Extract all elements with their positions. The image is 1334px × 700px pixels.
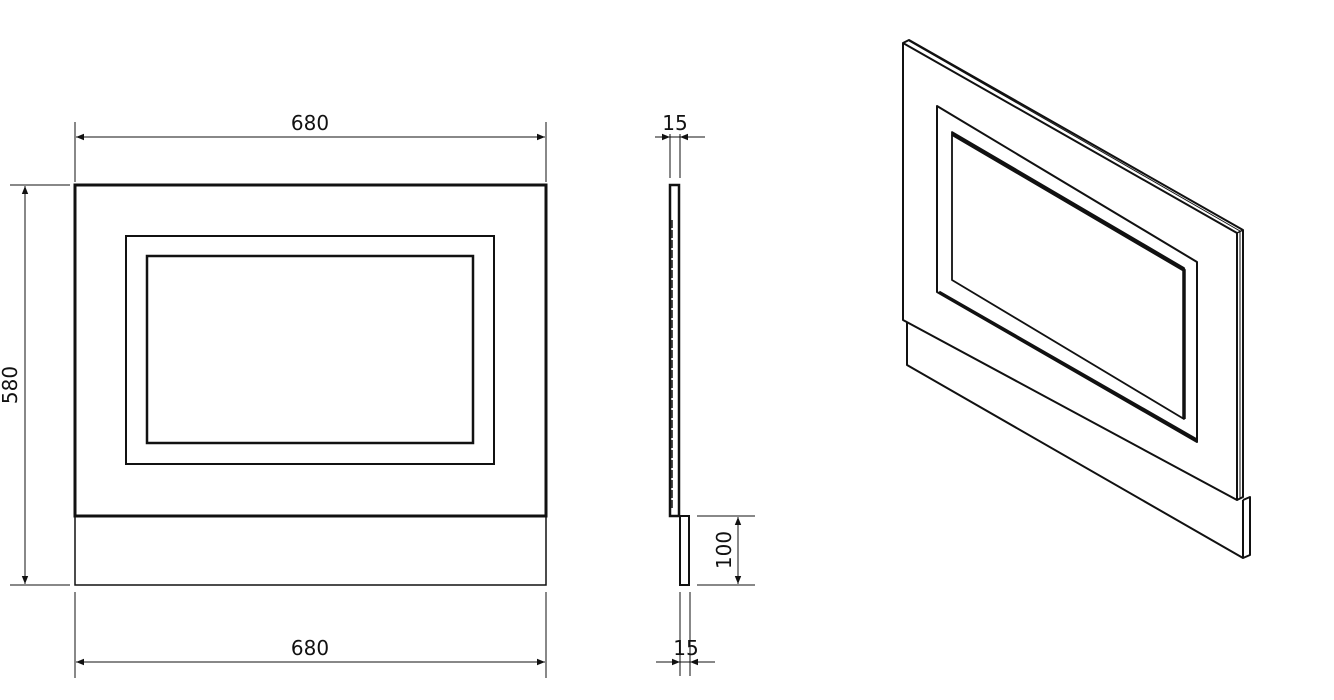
iso-outer-moulding bbox=[936, 105, 1198, 443]
front-view bbox=[10, 122, 548, 678]
iso-plinth bbox=[906, 322, 1251, 559]
plinth-outline bbox=[74, 515, 547, 586]
side-plinth bbox=[679, 515, 690, 586]
side-view bbox=[655, 133, 755, 676]
height-label: 580 bbox=[0, 366, 22, 404]
thickness-bottom-label: 15 bbox=[673, 636, 698, 660]
inner-panel bbox=[145, 254, 475, 445]
plinth-height-label: 100 bbox=[712, 531, 736, 569]
outer-moulding bbox=[125, 235, 495, 465]
width-top-label: 680 bbox=[291, 111, 329, 135]
thickness-top-label: 15 bbox=[662, 111, 687, 135]
iso-panel-front bbox=[902, 42, 1238, 501]
iso-inner-panel bbox=[951, 131, 1185, 420]
panel-outline bbox=[73, 183, 548, 518]
isometric-view bbox=[902, 39, 1251, 559]
width-bottom-label: 680 bbox=[291, 636, 329, 660]
side-panel bbox=[668, 183, 681, 518]
